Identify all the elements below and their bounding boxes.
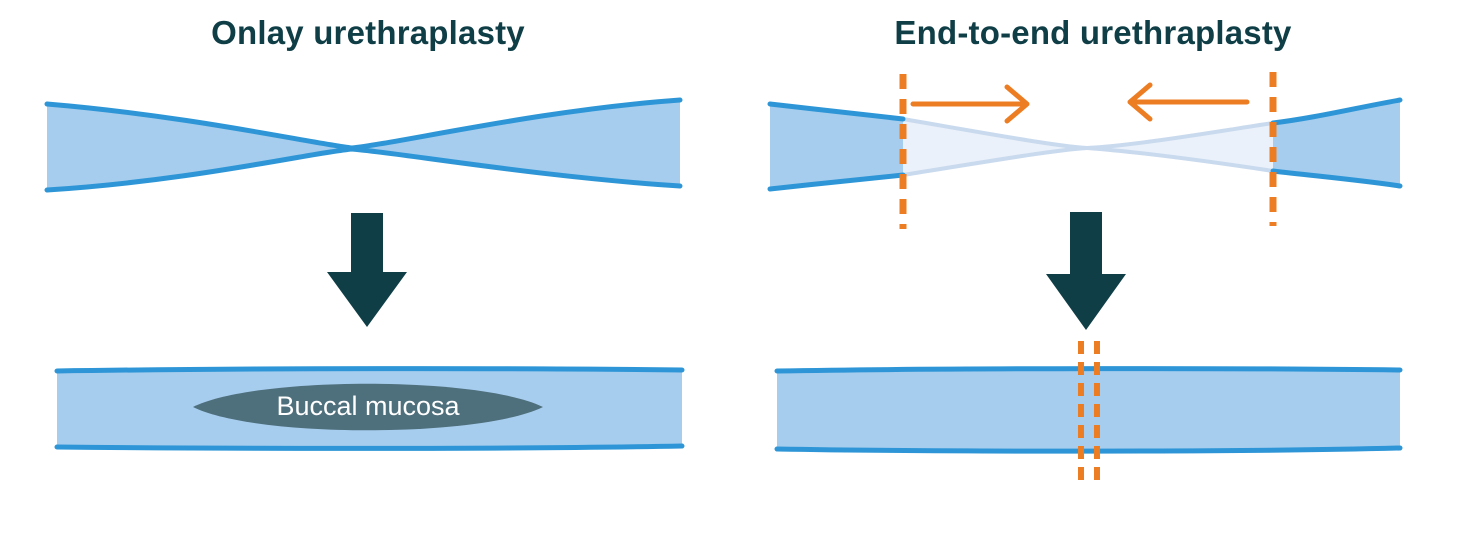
proximal-urethra-top-wall [767,101,906,122]
onlay-strictured-urethra-bottom-wall [44,146,683,193]
onlay-panel [44,97,685,451]
down-arrow-icon [327,213,407,327]
anastomosed-urethra-body [777,368,1400,452]
distal-urethra-top-wall [1270,97,1403,126]
right-panel-title: End-to-end urethraplasty [894,14,1292,51]
onlay-strictured-urethra-body [47,100,680,190]
excised-segment-lower-line [901,121,1275,177]
anastomosed-urethra-top-wall [774,366,1403,374]
approximation-arrow-leftward [1127,82,1250,122]
distal-urethra-body [1273,100,1400,186]
end-to-end-panel [767,72,1403,481]
buccal-mucosa-graft [193,383,543,431]
proximal-urethra-body [770,104,903,189]
onlay-repaired-urethra-top-wall [54,366,685,374]
proximal-urethra-bottom-wall [767,172,906,192]
distal-urethra-bottom-wall [1270,168,1403,189]
buccal-mucosa-label: Buccal mucosa [276,390,460,421]
left-panel-title: Onlay urethraplasty [211,14,525,51]
approximation-arrow-rightward [910,84,1030,124]
down-arrow-icon [1046,212,1126,330]
excised-stricture-segment [903,119,1273,175]
onlay-repaired-urethra-bottom-wall [54,443,685,451]
